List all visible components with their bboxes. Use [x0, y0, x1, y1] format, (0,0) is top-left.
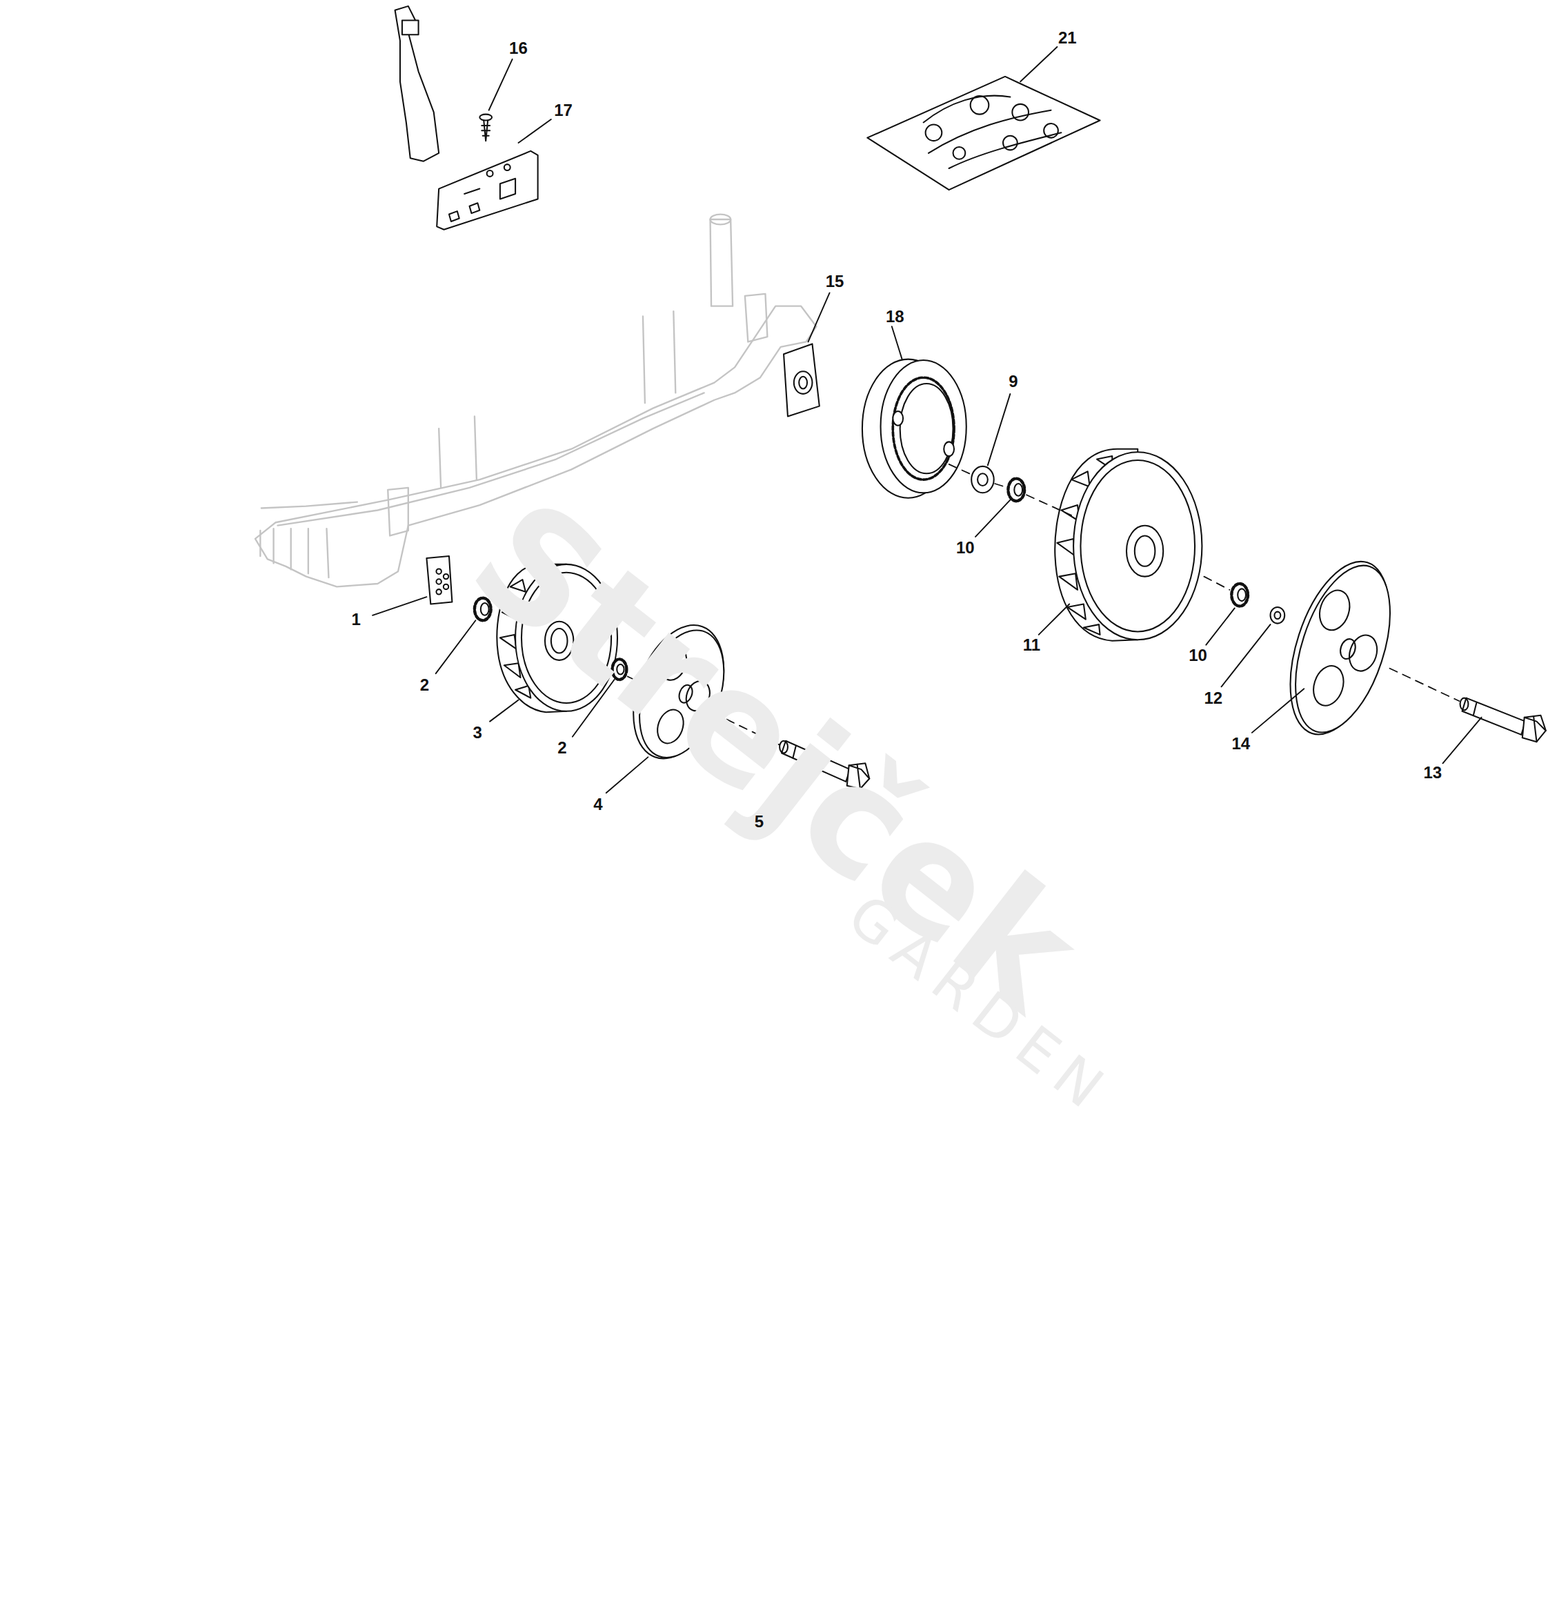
- callout-number: 16: [509, 40, 528, 57]
- callout-number: 4: [593, 796, 603, 813]
- callout-number: 21: [1058, 29, 1077, 47]
- washer: [1270, 607, 1286, 624]
- callout-number: 14: [1231, 735, 1250, 752]
- callout-number: 10: [956, 539, 975, 557]
- callout-number: 3: [473, 724, 483, 741]
- wheel: [1054, 449, 1202, 641]
- hardware-bag: [867, 76, 1100, 190]
- axle-bolt: [1460, 698, 1546, 743]
- callout-number: 10: [1188, 647, 1208, 664]
- pinion-gear: [1007, 478, 1025, 502]
- screw: [479, 114, 492, 141]
- callout-number: 2: [557, 739, 567, 757]
- ring-gear: [862, 359, 967, 499]
- watermark: Strejček: [448, 475, 1104, 1035]
- callout-number: 5: [754, 813, 764, 830]
- leader-line: [372, 46, 1482, 812]
- callout-number: 18: [885, 308, 905, 325]
- hubcap: [1271, 549, 1409, 747]
- handle-lever: [395, 6, 440, 162]
- callout-number: 1: [351, 611, 361, 628]
- pinion-gear: [1231, 583, 1248, 607]
- callout-number: 9: [1008, 373, 1018, 390]
- callout-number: 13: [1423, 764, 1442, 781]
- callout-number: 12: [1203, 689, 1223, 707]
- washer: [971, 466, 995, 493]
- bearing-plate: [783, 343, 820, 416]
- callout-number: 11: [1023, 636, 1041, 654]
- callout-number: 2: [420, 676, 430, 694]
- callout-number: 17: [553, 102, 573, 119]
- switch-plate: [436, 151, 538, 230]
- callout-number: 15: [825, 273, 845, 290]
